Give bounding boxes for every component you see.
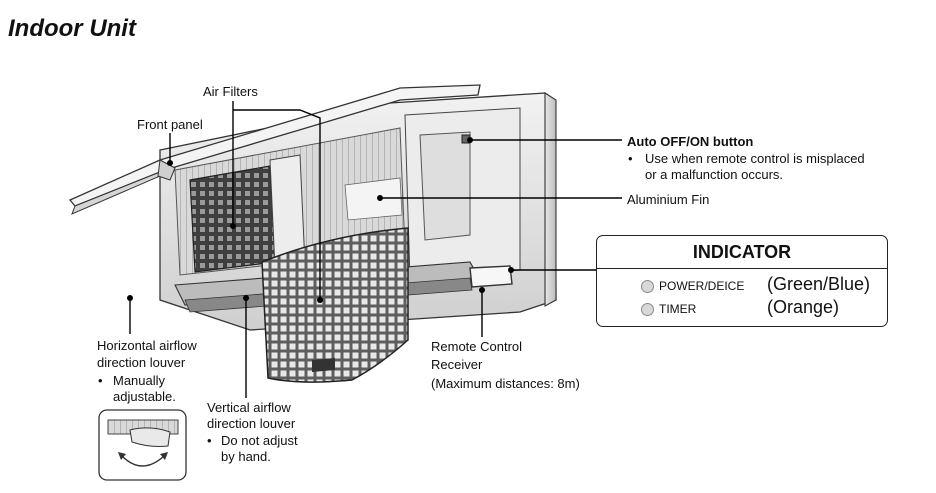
leader-dots xyxy=(127,137,514,303)
label-air-filters: Air Filters xyxy=(203,84,258,99)
label-front-panel: Front panel xyxy=(137,117,203,132)
indicator-color-timer: (Orange) xyxy=(767,297,840,317)
leader-lines xyxy=(129,101,622,398)
vertical-louver-note-1: Do not adjust xyxy=(221,433,298,448)
indicator-color-power: (Green/Blue) xyxy=(767,274,871,294)
indicator-panel: INDICATOR POWER/DEICE (Green/Blue) TIMER… xyxy=(596,235,888,327)
bullet: • xyxy=(98,373,103,388)
label-auto-button: Auto OFF/ON button xyxy=(627,134,754,149)
label-remote-receiver-2: Receiver xyxy=(431,357,483,372)
hand-icon xyxy=(129,427,171,447)
horizontal-louver-note-1: Manually xyxy=(113,373,166,388)
horizontal-louver-note-2: adjustable. xyxy=(113,389,176,404)
label-aluminium-fin: Aluminium Fin xyxy=(627,192,710,207)
label-vertical-louver-1: Vertical airflow xyxy=(207,400,291,415)
auto-button-note-2: or a malfunction occurs. xyxy=(645,167,784,182)
indicator-label-power: POWER/DEICE xyxy=(659,279,745,293)
bullet: • xyxy=(628,151,633,166)
air-filter-removed xyxy=(261,227,409,383)
front-panel xyxy=(68,84,481,215)
rotate-arrow-icon xyxy=(121,455,165,467)
page-title: Indoor Unit xyxy=(8,15,136,42)
label-horizontal-louver-1: Horizontal airflow xyxy=(97,338,197,353)
label-remote-receiver-3: (Maximum distances: 8m) xyxy=(431,376,580,391)
label-vertical-louver-2: direction louver xyxy=(207,416,296,431)
bullet: • xyxy=(207,433,212,448)
power-led-icon xyxy=(641,280,654,293)
label-horizontal-louver-2: direction louver xyxy=(97,355,186,370)
divider xyxy=(597,268,887,269)
vertical-louver-note-2: by hand. xyxy=(221,449,271,464)
label-remote-receiver-1: Remote Control xyxy=(431,339,523,354)
louver-adjust-inset xyxy=(98,409,187,481)
indicator-title: INDICATOR xyxy=(692,242,792,262)
indicator-label-timer: TIMER xyxy=(659,302,697,316)
timer-led-icon xyxy=(641,303,654,316)
auto-button-note-1: Use when remote control is misplaced xyxy=(645,151,865,166)
